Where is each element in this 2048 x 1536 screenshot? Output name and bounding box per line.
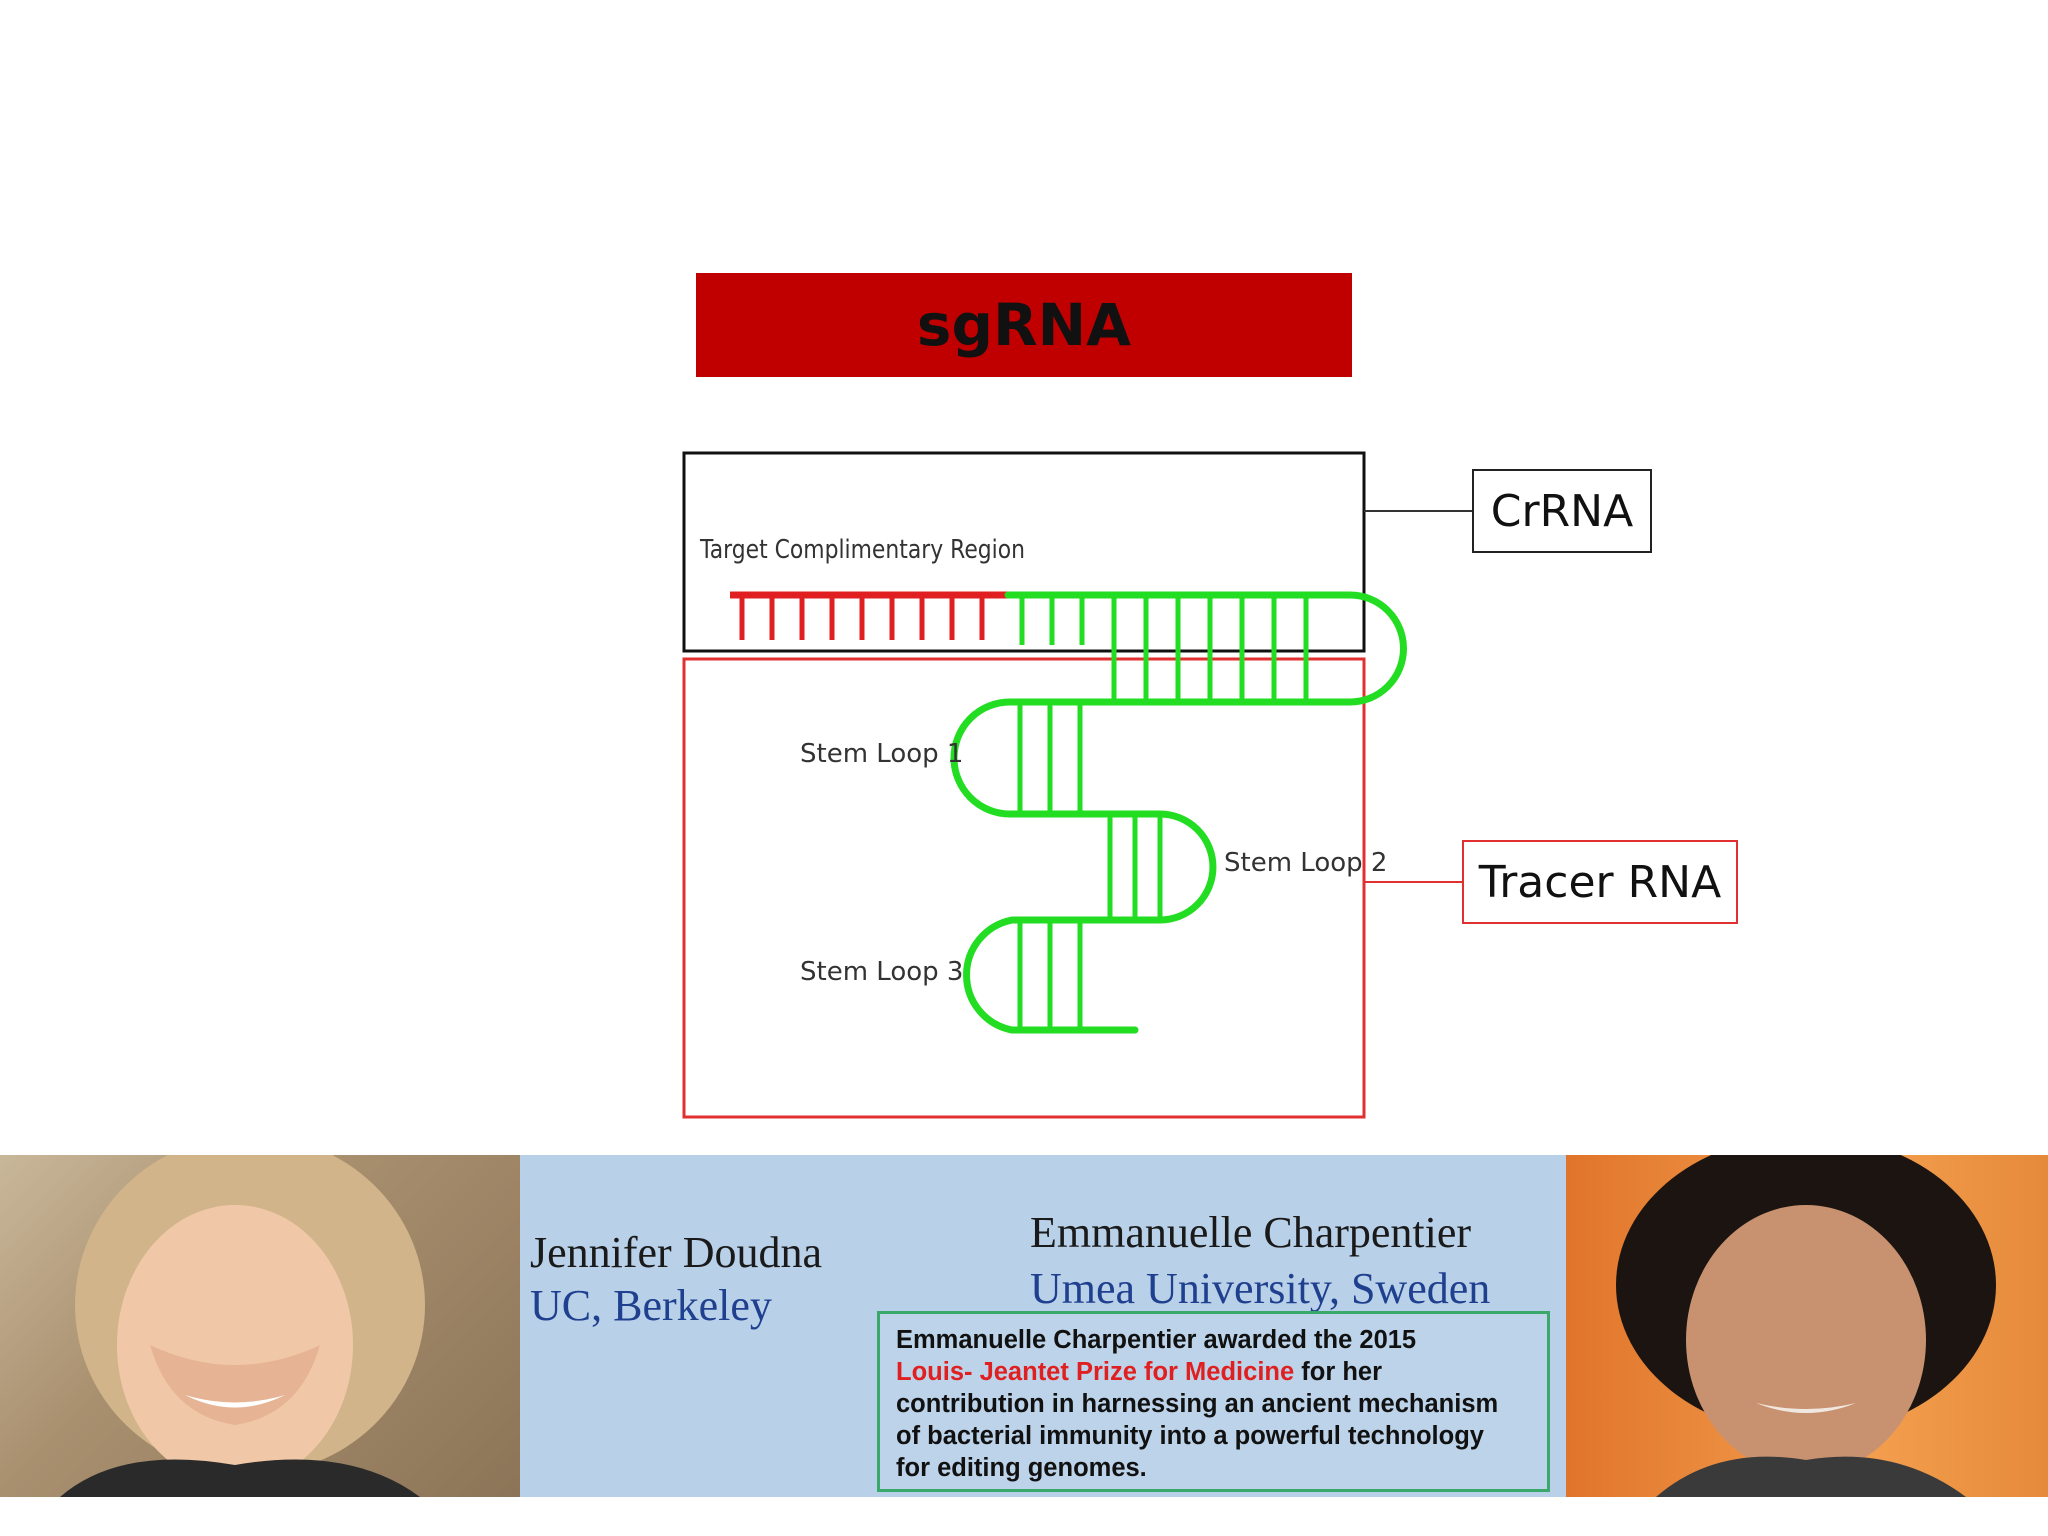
doudna-institution: UC, Berkeley — [530, 1281, 772, 1330]
crrna-callout: CrRNA — [1472, 469, 1652, 553]
prize-line-3: contribution in harnessing an ancient me… — [896, 1390, 1499, 1418]
doudna-portrait-shape — [60, 1155, 425, 1497]
prize-line-4: of bacterial immunity into a powerful te… — [896, 1422, 1484, 1450]
tracer-rna-callout: Tracer RNA — [1462, 840, 1738, 924]
stem-loop-3-label: Stem Loop 3 — [800, 957, 963, 987]
rna-strand — [950, 591, 1407, 1034]
stem-loop-2-label: Stem Loop 2 — [1224, 848, 1387, 878]
title-banner: sgRNA — [696, 273, 1352, 377]
prize-line-2-rest: for her — [1294, 1358, 1383, 1386]
crrna-label: CrRNA — [1490, 485, 1634, 537]
prize-line-1: Emmanuelle Charpentier awarded the 2015 — [896, 1326, 1417, 1354]
charpentier-name: Emmanuelle Charpentier — [1030, 1208, 1472, 1257]
rna-rungs — [1017, 595, 1309, 1030]
charpentier-portrait-shape — [1616, 1155, 1996, 1497]
target-region-label: Target Complimentary Region — [699, 535, 1025, 565]
charpentier-institution: Umea University, Sweden — [1030, 1264, 1491, 1313]
tracer-rna-label: Tracer RNA — [1478, 856, 1722, 908]
target-teeth — [739, 595, 985, 640]
crrna-box — [682, 451, 1366, 653]
doudna-photo — [0, 1155, 520, 1497]
charpentier-photo — [1566, 1155, 2048, 1497]
prize-highlight: Louis- Jeantet Prize for Medicine — [896, 1358, 1295, 1386]
scientists-banner: Jennifer Doudna UC, Berkeley Emmanuelle … — [0, 1155, 2048, 1497]
prize-line-5: for editing genomes. — [896, 1454, 1147, 1482]
doudna-name: Jennifer Doudna — [530, 1228, 823, 1277]
sgrna-diagram: Target Complimentary Region Stem Loop 1 … — [682, 451, 1472, 1119]
stem-loop-1-label: Stem Loop 1 — [800, 739, 963, 769]
page-title: sgRNA — [916, 291, 1132, 359]
prize-textbox: Emmanuelle Charpentier awarded the 2015 … — [877, 1311, 1550, 1492]
tracer-box — [682, 657, 1366, 1119]
prize-line-2: Louis- Jeantet Prize for Medicine for he… — [896, 1356, 1531, 1388]
